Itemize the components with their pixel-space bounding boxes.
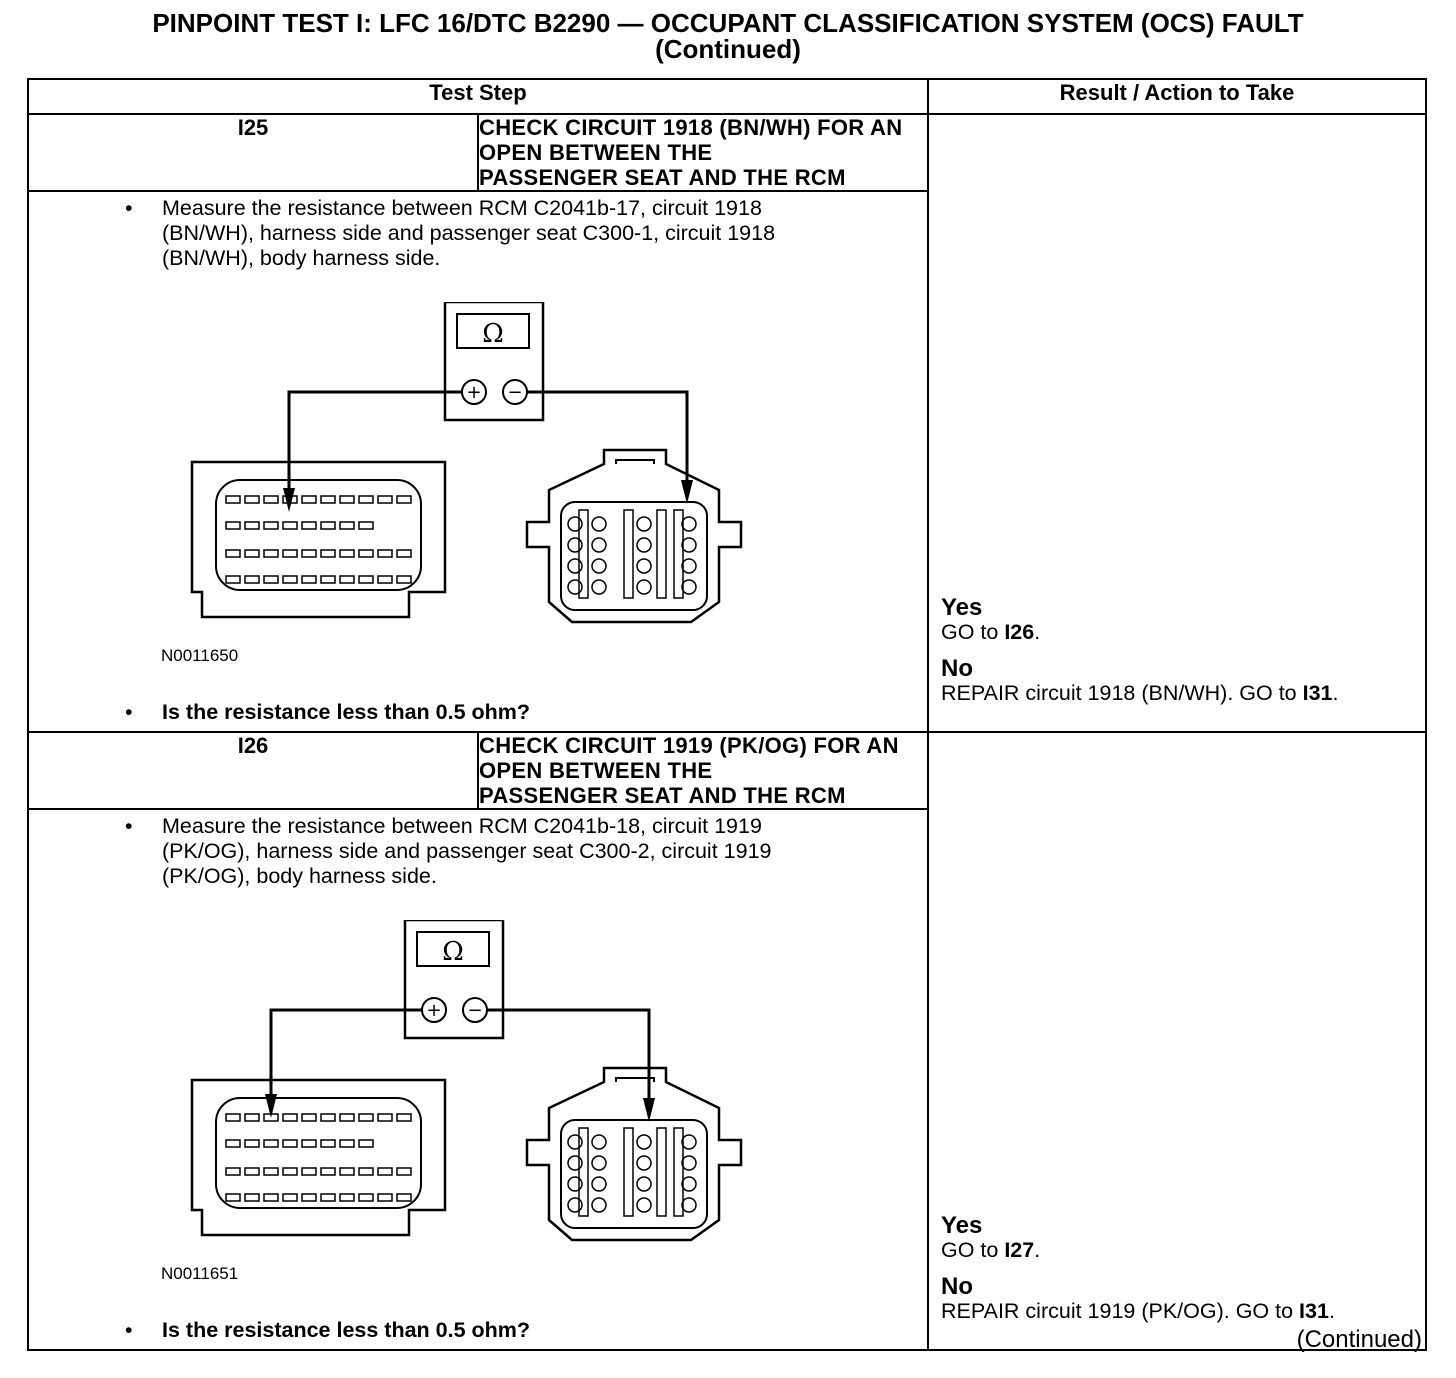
result-cell: Yes GO to I27. No REPAIR circuit 1919 (P…: [927, 731, 1427, 1351]
instruction-line-3: (BN/WH), body harness side.: [162, 246, 441, 270]
instruction-line-3: (PK/OG), body harness side.: [162, 864, 437, 888]
question-text: Is the resistance less than 0.5 ohm?: [162, 700, 531, 724]
ohmmeter-icon: [443, 302, 545, 422]
plus-terminal: +: [466, 382, 481, 403]
ohm-symbol: Ω: [482, 319, 504, 349]
step-number: I25: [27, 113, 479, 192]
no-text: REPAIR circuit 1919 (PK/OG). GO to: [941, 1299, 1300, 1323]
figure-id: N0011650: [161, 646, 239, 665]
rcm-connector-icon: [190, 460, 447, 619]
no-ref-link[interactable]: I31: [1299, 1299, 1329, 1323]
step-heading: CHECK CIRCUIT 1918 (BN/WH) FOR AN OPEN B…: [477, 113, 929, 192]
result-no: No REPAIR circuit 1918 (BN/WH). GO to I3…: [941, 656, 1338, 706]
yes-end: .: [1034, 620, 1041, 644]
result-yes: Yes GO to I27.: [941, 1213, 1040, 1263]
instruction-line-1: Measure the resistance between RCM C2041…: [162, 196, 762, 220]
step-body: • Measure the resistance between RCM C20…: [27, 808, 929, 1351]
no-ref-link[interactable]: I31: [1302, 681, 1333, 705]
yes-text: GO to: [941, 620, 1005, 644]
yes-label: Yes: [941, 1212, 983, 1239]
ohmmeter-icon: [403, 920, 505, 1040]
minus-terminal: −: [507, 382, 522, 403]
no-end: .: [1332, 681, 1339, 705]
bullet: •: [125, 196, 133, 220]
instruction-line-2: (PK/OG), harness side and passenger seat…: [162, 839, 772, 863]
instruction-text: Measure the resistance between RCM C2041…: [162, 196, 922, 271]
instruction-text: Measure the resistance between RCM C2041…: [162, 814, 922, 889]
step-number: I26: [27, 731, 479, 810]
yes-ref-link[interactable]: I27: [1004, 1238, 1035, 1262]
title-line-2: (Continued): [655, 34, 801, 64]
bullet: •: [125, 1318, 133, 1342]
yes-ref-link[interactable]: I26: [1004, 620, 1035, 644]
result-cell: Yes GO to I26. No REPAIR circuit 1918 (B…: [927, 113, 1427, 733]
question-text: Is the resistance less than 0.5 ohm?: [162, 1318, 531, 1342]
pinpoint-test-table: Test Step Result / Action to Take I25 CH…: [27, 78, 1427, 1351]
continued-label: (Continued): [1296, 1326, 1422, 1353]
step-heading-line-1: CHECK CIRCUIT 1918 (BN/WH) FOR AN OPEN B…: [479, 115, 903, 165]
figure-id: N0011651: [161, 1264, 239, 1283]
step-heading: CHECK CIRCUIT 1919 (PK/OG) FOR AN OPEN B…: [477, 731, 929, 810]
yes-label: Yes: [941, 594, 983, 621]
instruction-line-1: Measure the resistance between RCM C2041…: [162, 814, 762, 838]
bullet: •: [125, 814, 133, 838]
instruction-line-2: (BN/WH), harness side and passenger seat…: [162, 221, 776, 245]
no-end: .: [1328, 1299, 1335, 1323]
no-text: REPAIR circuit 1918 (BN/WH). GO to: [941, 681, 1303, 705]
col-header-result: Result / Action to Take: [927, 78, 1427, 115]
ohmmeter-connector-diagram: Ω + −: [190, 302, 743, 624]
title-line-1: PINPOINT TEST I: LFC 16/DTC B2290 — OCCU…: [152, 8, 1304, 38]
page-title: PINPOINT TEST I: LFC 16/DTC B2290 — OCCU…: [0, 10, 1456, 62]
ohm-symbol: Ω: [442, 937, 464, 967]
step-heading-line-2: PASSENGER SEAT AND THE RCM: [479, 783, 846, 808]
step-heading-line-2: PASSENGER SEAT AND THE RCM: [479, 165, 846, 190]
col-header-test-step: Test Step: [27, 78, 929, 115]
step-heading-line-1: CHECK CIRCUIT 1919 (PK/OG) FOR AN OPEN B…: [479, 733, 899, 783]
bullet: •: [125, 700, 133, 724]
no-label: No: [941, 655, 973, 682]
seat-connector-icon: [525, 1066, 743, 1242]
step-body: • Measure the resistance between RCM C20…: [27, 190, 929, 733]
yes-text: GO to: [941, 1238, 1005, 1262]
ohmmeter-connector-diagram: Ω + −: [190, 920, 743, 1242]
result-no: No REPAIR circuit 1919 (PK/OG). GO to I3…: [941, 1274, 1335, 1324]
seat-connector-icon: [525, 448, 743, 624]
result-yes: Yes GO to I26.: [941, 595, 1040, 645]
plus-terminal: +: [426, 1000, 441, 1021]
rcm-connector-icon: [190, 1078, 447, 1237]
yes-end: .: [1034, 1238, 1041, 1262]
minus-terminal: −: [467, 1000, 482, 1021]
no-label: No: [941, 1273, 973, 1300]
